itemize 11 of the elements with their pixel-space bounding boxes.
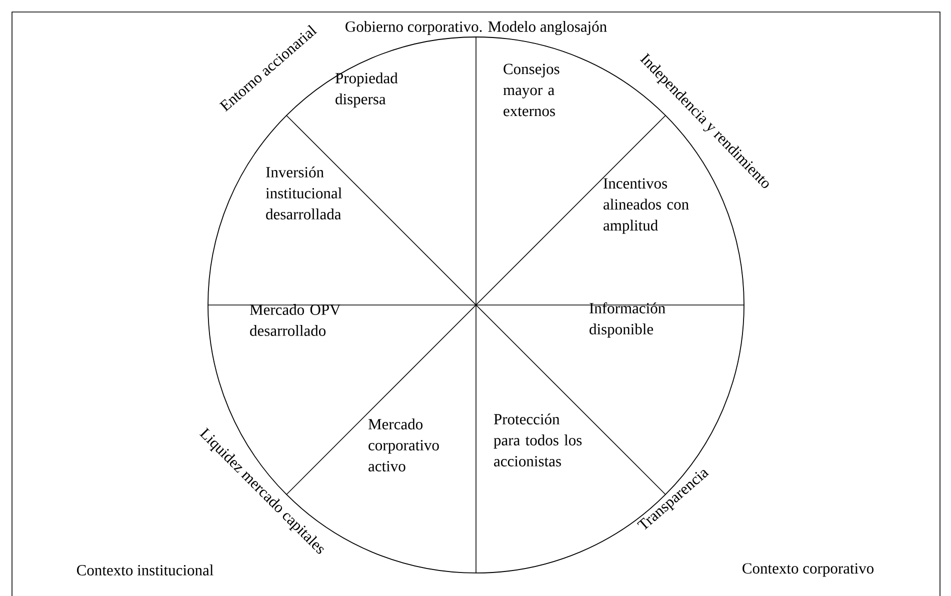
sector-label: Consejos mayor a externos [503, 64, 560, 116]
sector-label: Incentivos alineados con amplitud [604, 178, 689, 234]
sector-label: Protección para todos los accionistas [494, 414, 582, 466]
sector-label: Mercado OPV desarrollado [250, 304, 341, 336]
sector-label: Información disponible [590, 302, 666, 338]
sector-label: Inversión institucional desarrollada [266, 166, 342, 220]
sector-label: Mercado corporativo activo [368, 418, 439, 472]
title: Gobierno corporativo. Modelo anglosajón [346, 20, 607, 36]
corner-label: Contexto institucional [76, 564, 214, 576]
corner-label: Contexto corporativo [742, 563, 874, 577]
sector-label: Propiedad dispersa [335, 72, 398, 108]
